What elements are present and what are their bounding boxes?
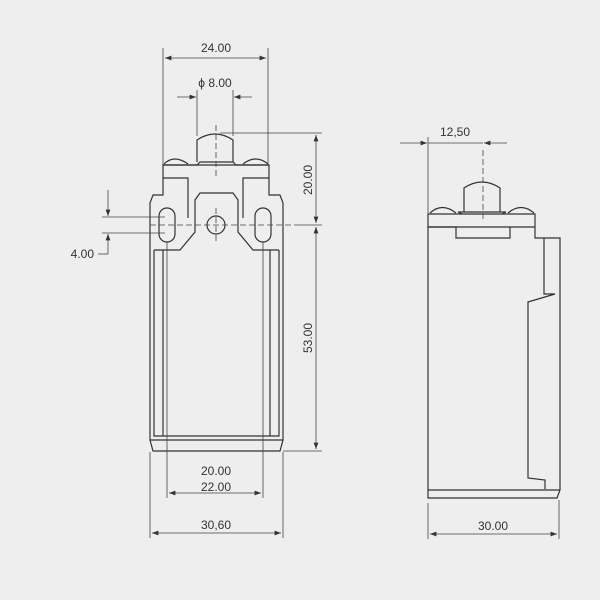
dim-total-width: 30,60 (201, 518, 231, 532)
dim-plunger-offset: 12,50 (440, 125, 470, 139)
side-screw-left-icon (429, 206, 457, 214)
dim-inner-width: 20.00 (201, 464, 231, 478)
dim-top-width: 24.00 (201, 41, 231, 55)
dim-slot-width: 4.00 (71, 247, 95, 261)
side-plunger (463, 181, 501, 212)
side-screw-right-icon (507, 206, 535, 214)
front-body-outline (149, 164, 284, 452)
side-view: 12,50 30.00 (400, 125, 561, 539)
dim-plunger-diameter: ϕ 8.00 (198, 76, 232, 90)
dim-depth: 30.00 (478, 519, 508, 533)
side-body-outline (427, 213, 561, 499)
screw-head-right-icon (242, 158, 269, 165)
plunger (196, 133, 234, 162)
dim-hole-spacing: 22.00 (201, 480, 231, 494)
front-view: 24.00 ϕ 8.00 20.00 53.00 4.00 20.00 22.0… (71, 41, 322, 538)
dim-plunger-height: 20.00 (301, 165, 315, 195)
screw-head-left-icon (163, 158, 189, 165)
dim-body-height: 53.00 (301, 323, 315, 353)
